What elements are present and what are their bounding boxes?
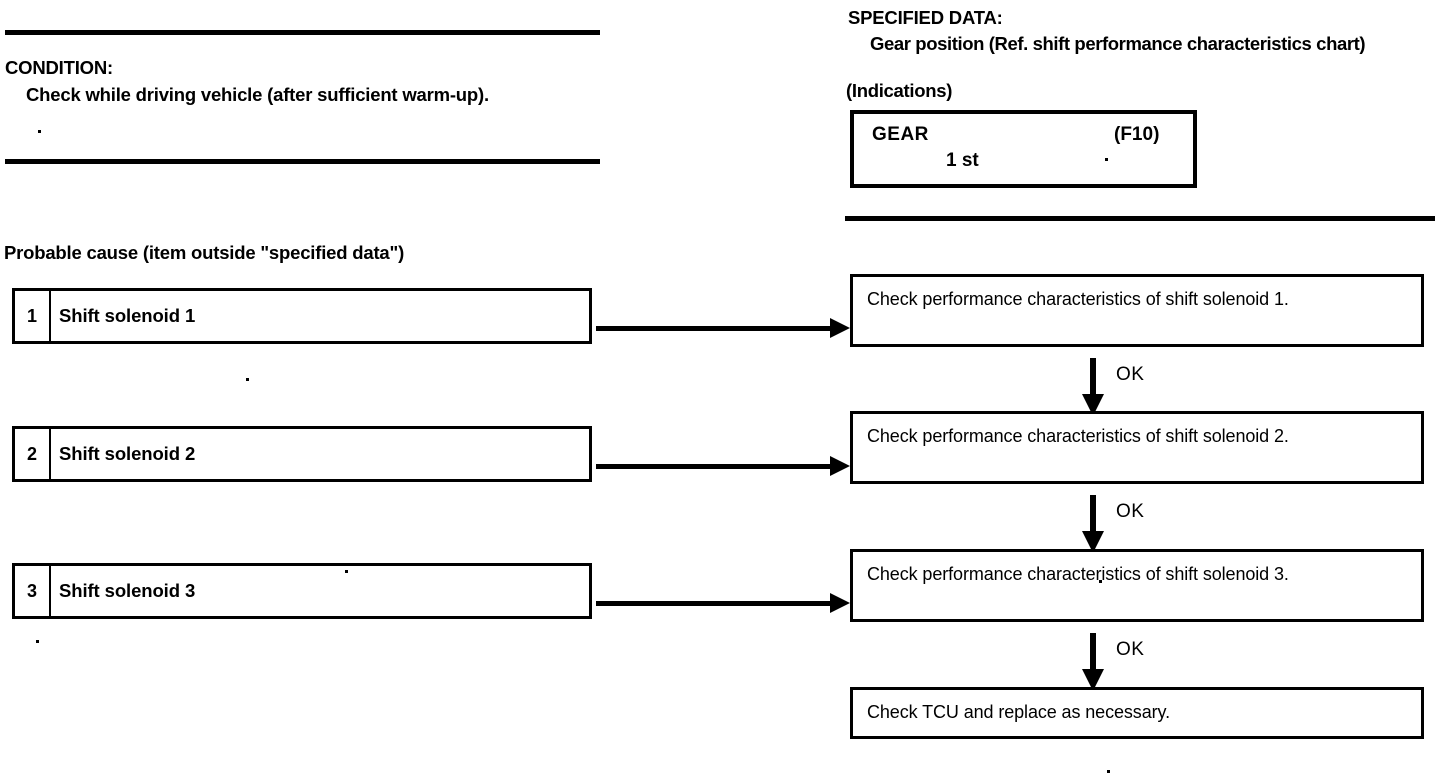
condition-top-rule	[5, 30, 600, 35]
probable-cause-heading: Probable cause (item outside "specified …	[4, 242, 405, 263]
cause-number-2: 2	[15, 429, 51, 479]
arrow-head-icon	[830, 456, 850, 476]
scan-speck	[36, 640, 39, 643]
specified-data-body-text: Gear position (Ref. shift performance ch…	[870, 33, 1366, 54]
step-box-4[interactable]: Check TCU and replace as necessary.	[850, 687, 1424, 739]
step-box-1[interactable]: Check performance characteristics of shi…	[850, 274, 1424, 347]
specified-data-bottom-rule	[845, 216, 1435, 221]
cause-number-1: 1	[15, 291, 51, 341]
scan-speck	[1099, 580, 1102, 583]
scan-speck	[1107, 770, 1110, 773]
arrow-shaft	[1090, 358, 1096, 398]
cause-label-3: Shift solenoid 3	[59, 580, 196, 601]
ok-arrow-1: OK	[1082, 358, 1152, 418]
cause-label-2: Shift solenoid 2	[59, 443, 196, 464]
indications-label: (Indications)	[846, 80, 953, 101]
arrow-shaft	[596, 601, 832, 606]
arrow-head-icon	[1082, 669, 1104, 691]
condition-body-text: Check while driving vehicle (after suffi…	[26, 84, 489, 105]
arrow-head-icon	[1082, 394, 1104, 416]
gear-code: (F10)	[1114, 124, 1160, 145]
condition-heading: CONDITION:	[5, 57, 113, 78]
condition-bottom-rule	[5, 159, 600, 164]
step-box-3[interactable]: Check performance characteristics of shi…	[850, 549, 1424, 622]
step-text-4: Check TCU and replace as necessary.	[867, 702, 1170, 722]
cause-box-3[interactable]: 3 Shift solenoid 3	[12, 563, 592, 619]
gear-value: 1 st	[946, 150, 979, 171]
scan-speck	[1105, 158, 1108, 161]
cause-box-2[interactable]: 2 Shift solenoid 2	[12, 426, 592, 482]
connector-arrow-cause-2	[596, 456, 850, 476]
arrow-head-icon	[1082, 531, 1104, 553]
step-box-2[interactable]: Check performance characteristics of shi…	[850, 411, 1424, 484]
gear-title: GEAR	[872, 124, 929, 145]
step-text-3: Check performance characteristics of shi…	[867, 564, 1289, 584]
ok-label-2: OK	[1116, 501, 1145, 522]
gear-indication-box: GEAR (F10) 1 st	[850, 110, 1197, 188]
step-text-2: Check performance characteristics of shi…	[867, 426, 1289, 446]
arrow-shaft	[596, 326, 832, 331]
arrow-shaft	[1090, 633, 1096, 673]
cause-box-1[interactable]: 1 Shift solenoid 1	[12, 288, 592, 344]
cause-label-1: Shift solenoid 1	[59, 305, 196, 326]
ok-arrow-2: OK	[1082, 495, 1152, 555]
arrow-shaft	[1090, 495, 1096, 535]
scan-speck	[38, 130, 41, 133]
arrow-head-icon	[830, 318, 850, 338]
arrow-head-icon	[830, 593, 850, 613]
scan-speck	[246, 378, 249, 381]
ok-label-1: OK	[1116, 364, 1145, 385]
connector-arrow-cause-1	[596, 318, 850, 338]
scan-speck	[345, 570, 348, 573]
arrow-shaft	[596, 464, 832, 469]
left-column: CONDITION: Check while driving vehicle (…	[0, 0, 620, 776]
ok-label-3: OK	[1116, 639, 1145, 660]
step-text-1: Check performance characteristics of shi…	[867, 289, 1289, 309]
connector-arrow-cause-3	[596, 593, 850, 613]
cause-number-3: 3	[15, 566, 51, 616]
ok-arrow-3: OK	[1082, 633, 1152, 693]
specified-data-heading: SPECIFIED DATA:	[848, 7, 1003, 28]
